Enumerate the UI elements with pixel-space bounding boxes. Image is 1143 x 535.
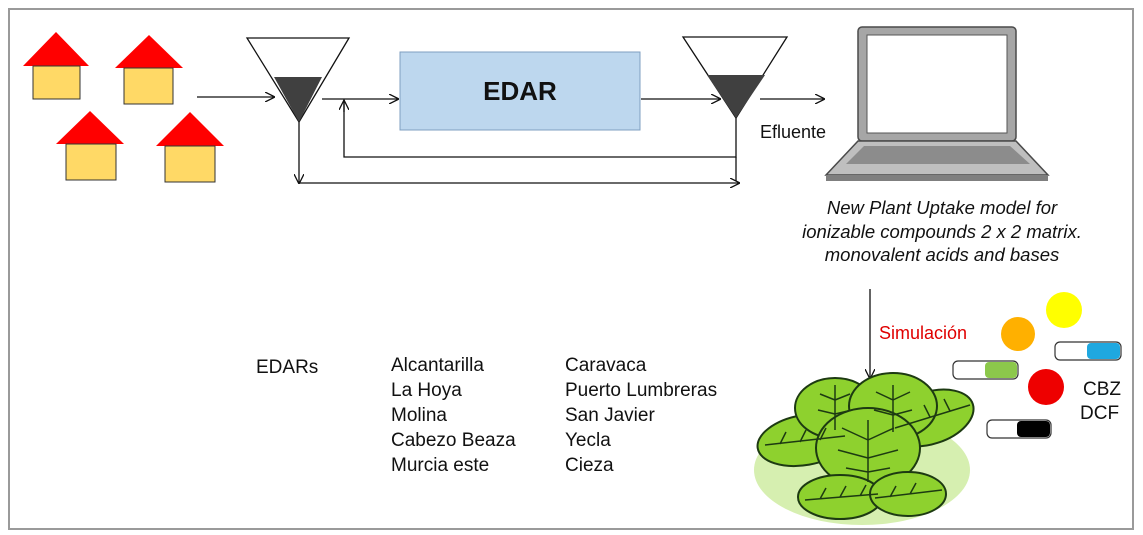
primary-settler: [245, 37, 351, 124]
lettuce-icon: [754, 372, 975, 525]
plant-name: Cieza: [565, 455, 614, 476]
yellow-dot: [1046, 292, 1082, 328]
house-4: [156, 112, 224, 183]
house-4-roof: [156, 112, 224, 146]
house-3-roof: [56, 111, 124, 144]
compound-label-dcf: DCF: [1080, 403, 1120, 424]
simulation-label: Simulación: [879, 323, 968, 343]
model-note-line: monovalent acids and bases: [824, 244, 1060, 265]
secondary-settler-sludge: [707, 75, 765, 118]
lettuce-veins: [764, 385, 971, 501]
plants-column-2: Caravaca Puerto Lumbreras San Javier Yec…: [565, 353, 717, 478]
laptop-front-edge: [826, 175, 1048, 181]
plants-heading: EDARs: [256, 357, 319, 378]
house-2-wall: [123, 67, 174, 105]
plant-name: San Javier: [565, 405, 655, 426]
laptop-keyboard: [846, 146, 1030, 164]
secondary-settler: [681, 36, 789, 120]
plant-name: Yecla: [565, 430, 611, 451]
house-3: [56, 111, 124, 181]
plant-name: Cabezo Beaza: [391, 430, 516, 451]
plants-column-1: Alcantarilla La Hoya Molina Cabezo Beaza…: [391, 353, 516, 478]
house-4-wall: [164, 145, 216, 183]
effluent-label: Efluente: [760, 122, 827, 142]
plant-name: Puerto Lumbreras: [565, 380, 718, 401]
plant-name: Caravaca: [565, 355, 647, 376]
green-bar-icon: [952, 360, 1019, 380]
recycle-line: [343, 99, 737, 158]
black-bar-icon: [986, 419, 1052, 439]
house-1-wall: [32, 65, 81, 100]
red-dot: [1028, 369, 1064, 405]
compound-label-cbz: CBZ: [1083, 379, 1121, 400]
plant-name: Molina: [391, 405, 447, 426]
laptop-icon: [824, 26, 1050, 181]
flow-lines: [197, 97, 870, 378]
plant-name: Murcia este: [391, 455, 490, 476]
house-3-wall: [65, 143, 117, 181]
model-note-line: ionizable compounds 2 x 2 matrix.: [802, 220, 1082, 242]
house-2: [115, 35, 183, 105]
diagram-border: [8, 8, 1134, 530]
edar-box-label: EDAR: [483, 75, 557, 106]
model-note-line: New Plant Uptake model for: [826, 197, 1058, 218]
house-2-roof: [115, 35, 183, 68]
house-1: [23, 32, 89, 100]
primary-settler-sludge: [274, 77, 322, 122]
blue-bar-icon: [1054, 341, 1122, 361]
plant-name: La Hoya: [391, 380, 462, 401]
house-1-roof: [23, 32, 89, 66]
edar-box: [399, 51, 641, 131]
plant-name: Alcantarilla: [391, 355, 484, 376]
model-note: New Plant Uptake model for ionizable com…: [752, 196, 1132, 267]
laptop-screen: [866, 34, 1008, 134]
orange-dot: [1001, 317, 1035, 351]
